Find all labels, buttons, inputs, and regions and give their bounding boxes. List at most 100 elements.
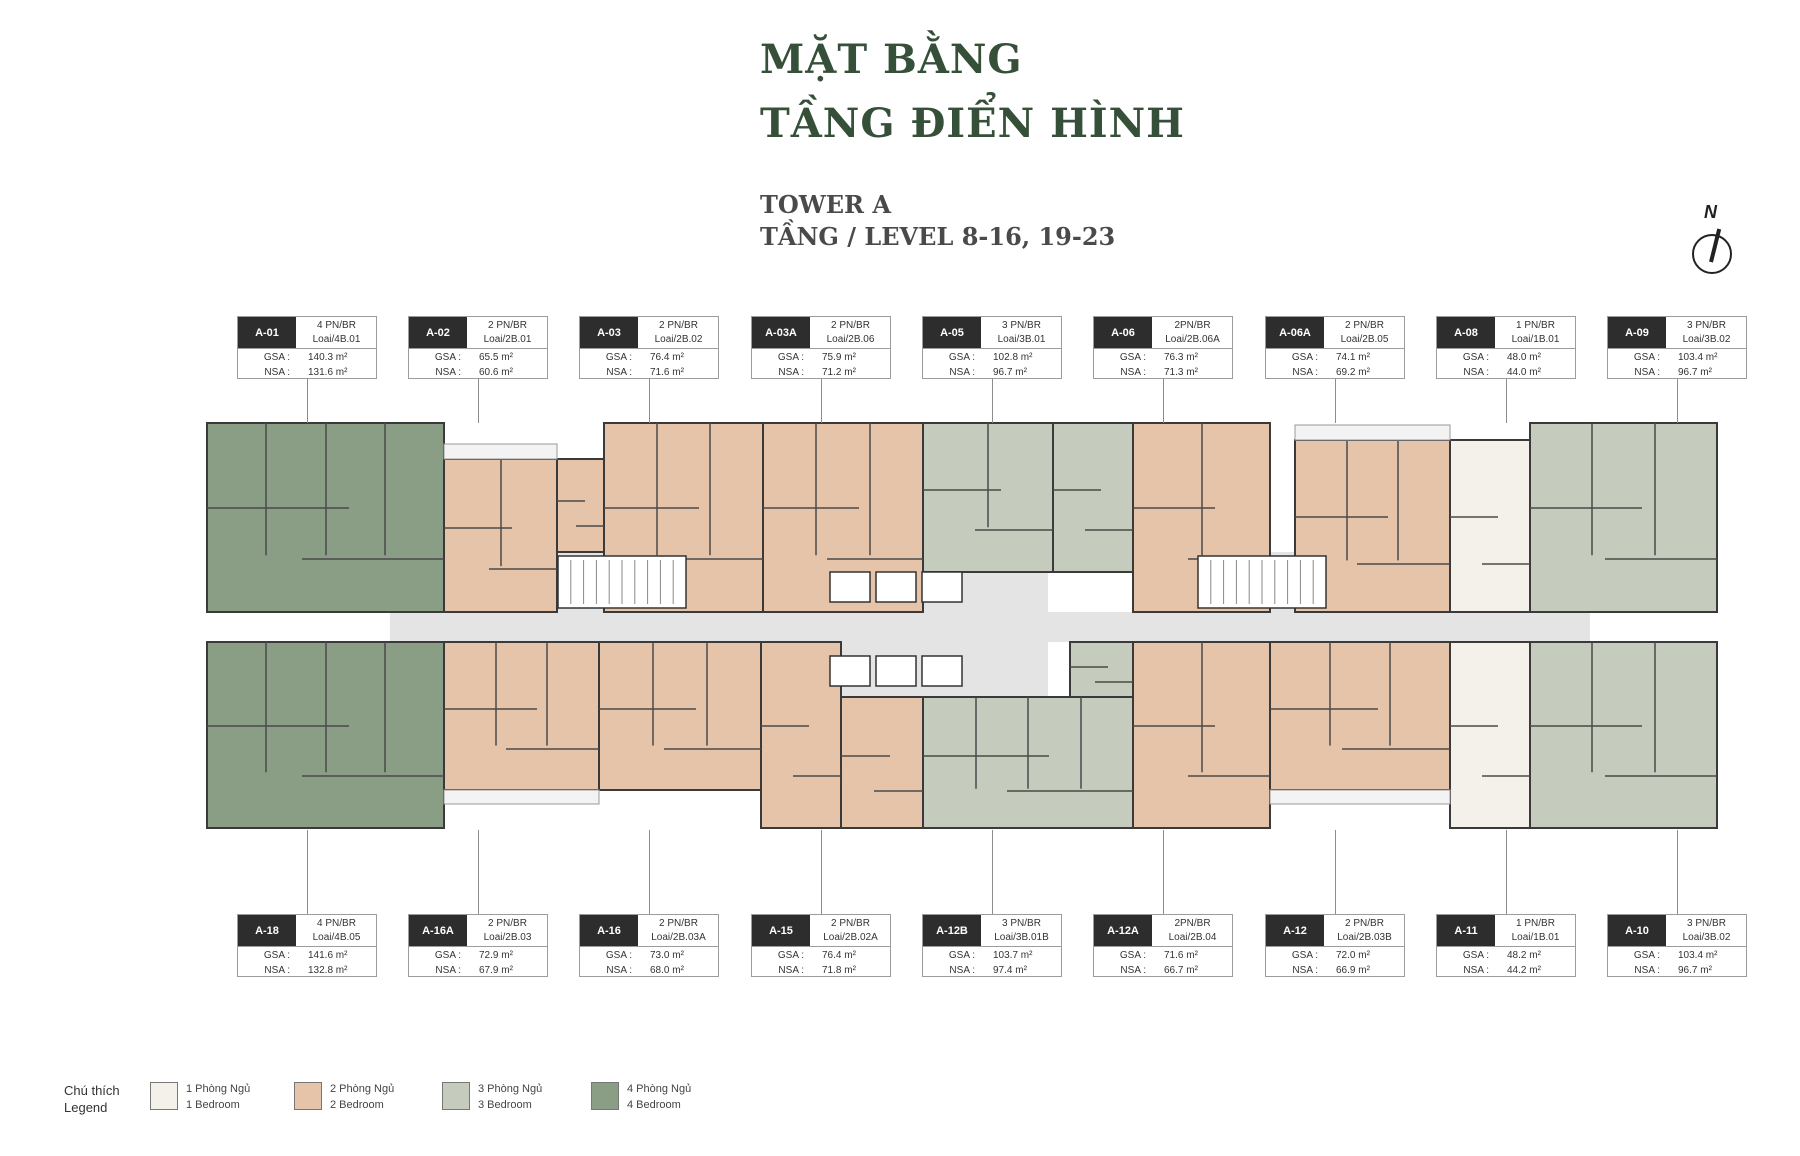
gsa-row: GSA :72.9 m²	[409, 948, 548, 963]
unit-type-code: Loai/2B.06A	[1165, 333, 1220, 345]
gsa-label: GSA :	[1633, 950, 1660, 961]
leader-line	[478, 379, 479, 423]
nsa-row: NSA :66.7 m²	[1094, 963, 1233, 978]
gsa-row: GSA :76.4 m²	[580, 350, 719, 365]
gsa-row: GSA : 103.4 m²	[1608, 948, 1747, 963]
nsa-value: 71.2 m²	[822, 367, 856, 378]
legend-label-vi: 4 Phòng Ngủ	[627, 1083, 692, 1095]
bedroom-count: 2 PN/BR	[659, 917, 698, 929]
unit-code: A-03A	[752, 317, 810, 348]
bedroom-count: 3 PN/BR	[1002, 319, 1041, 331]
unit-type-code: Loai/3B.01B	[994, 931, 1049, 943]
nsa-row: NSA :60.6 m²	[409, 365, 548, 380]
nsa-value: 96.7 m²	[993, 367, 1027, 378]
nsa-label: NSA :	[606, 367, 632, 378]
gsa-row: GSA :74.1 m²	[1266, 350, 1405, 365]
apartment-block	[598, 641, 762, 791]
unit-type-code: Loai/4B.05	[312, 931, 361, 943]
divider	[1094, 946, 1233, 947]
leader-line	[992, 379, 993, 423]
nsa-row: NSA :71.6 m²	[580, 365, 719, 380]
legend-title: Chú thích Legend	[64, 1082, 120, 1116]
unit-code: A-12B	[923, 915, 981, 946]
gsa-row: GSA :141.6 m²	[238, 948, 377, 963]
legend-label-en: 1 Bedroom	[186, 1099, 240, 1111]
nsa-row: NSA :44.2 m²	[1437, 963, 1576, 978]
gsa-label: GSA :	[777, 950, 804, 961]
unit-type-code: Loai/1B.01	[1511, 931, 1560, 943]
gsa-row: GSA :72.0 m²	[1266, 948, 1405, 963]
bedroom-count: 3 PN/BR	[1002, 917, 1041, 929]
leader-line	[1163, 830, 1164, 914]
divider	[1608, 348, 1747, 349]
gsa-value: 48.2 m²	[1507, 950, 1541, 961]
leader-line	[649, 379, 650, 423]
gsa-value: 103.4 m²	[1678, 950, 1718, 961]
divider	[580, 946, 719, 947]
apartment-block	[1529, 641, 1718, 829]
leader-line	[821, 830, 822, 914]
nsa-value: 60.6 m²	[479, 367, 513, 378]
unit-type-code: Loai/2B.03A	[651, 931, 706, 943]
nsa-label: NSA :	[778, 965, 804, 976]
gsa-label: GSA :	[1291, 950, 1318, 961]
apartment-block	[760, 641, 842, 829]
unit-type-code: Loai/3B.02	[1682, 333, 1731, 345]
apartment-blocks	[206, 422, 1718, 829]
gsa-label: GSA :	[777, 352, 804, 363]
leader-line	[821, 379, 822, 423]
unit-type: 3 PN/BR Loai/3B.01B	[981, 915, 1062, 946]
nsa-label: NSA :	[1120, 965, 1146, 976]
elevator-shaft	[829, 571, 871, 603]
bedroom-count: 3 PN/BR	[1687, 319, 1726, 331]
nsa-row: NSA :96.7 m²	[923, 365, 1062, 380]
gsa-value: 103.4 m²	[1678, 352, 1718, 363]
unit-code: A-16A	[409, 915, 467, 946]
legend-label-vi: 2 Phòng Ngủ	[330, 1083, 395, 1095]
gsa-value: 65.5 m²	[479, 352, 513, 363]
gsa-label: GSA :	[1291, 352, 1318, 363]
leader-line	[1506, 379, 1507, 423]
bedroom-count: 2 PN/BR	[659, 319, 698, 331]
unit-type: 3 PN/BR Loai/3B.02	[1666, 317, 1747, 348]
gsa-row: GSA :73.0 m²	[580, 948, 719, 963]
nsa-row: NSA :44.0 m²	[1437, 365, 1576, 380]
gsa-label: GSA :	[948, 352, 975, 363]
nsa-label: NSA :	[1634, 367, 1660, 378]
balcony	[1294, 424, 1451, 441]
apartment-block	[443, 641, 600, 791]
legend-title-vi: Chú thích	[64, 1083, 120, 1098]
elevator-shaft	[875, 655, 917, 687]
floor-plan-details	[207, 423, 1717, 805]
divider	[1266, 348, 1405, 349]
apartment-block	[1529, 422, 1718, 613]
unit-code: A-15	[752, 915, 810, 946]
elevator-shaft	[875, 571, 917, 603]
divider	[1437, 946, 1576, 947]
gsa-label: GSA :	[1633, 352, 1660, 363]
unit-code: A-08	[1437, 317, 1495, 348]
north-compass-icon: N	[1684, 202, 1740, 282]
nsa-value: 66.9 m²	[1336, 965, 1370, 976]
gsa-value: 72.9 m²	[479, 950, 513, 961]
nsa-value: 67.9 m²	[479, 965, 513, 976]
unit-type-code: Loai/2B.06	[826, 333, 875, 345]
gsa-row: GSA : 103.4 m²	[1608, 350, 1747, 365]
nsa-row: NSA :131.6 m²	[238, 365, 377, 380]
